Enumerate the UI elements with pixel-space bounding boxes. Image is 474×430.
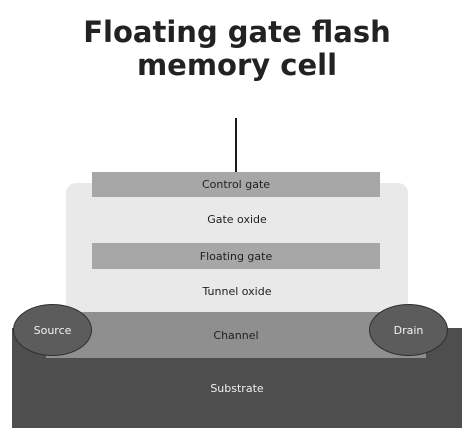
channel-layer: Channel [46, 312, 426, 358]
drain-region: Drain [369, 304, 448, 356]
gate-terminal-wire [235, 118, 237, 172]
title-line-1: Floating gate flash [83, 15, 391, 49]
control-gate-layer: Control gate [92, 172, 380, 197]
tunnel-oxide-label: Tunnel oxide [202, 284, 272, 298]
source-region: Source [13, 304, 92, 356]
diagram-title: Floating gate flash memory cell [0, 16, 474, 82]
title-line-2: memory cell [136, 48, 338, 82]
floating-gate-layer: Floating gate [92, 243, 380, 269]
gate-oxide-label: Gate oxide [207, 212, 267, 226]
substrate-label: Substrate [210, 381, 264, 395]
